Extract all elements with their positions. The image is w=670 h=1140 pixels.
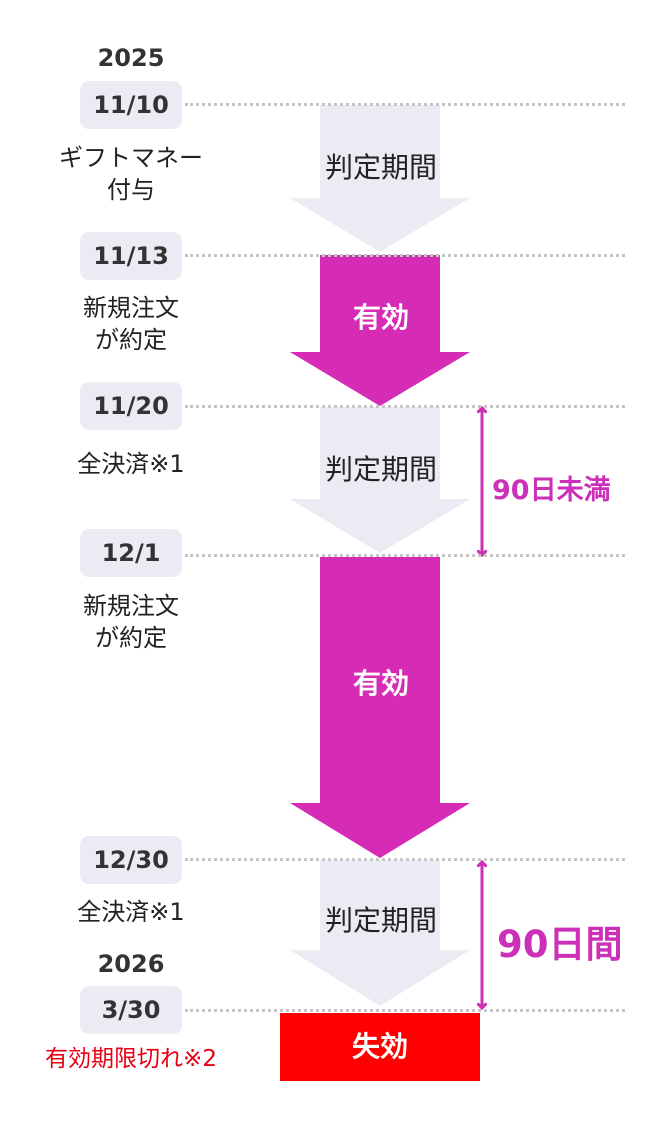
90-days-label: 90日間 — [497, 923, 623, 966]
date-badge-3-30: 3/30 — [80, 986, 182, 1034]
under-90-days-label: 90日未満 — [492, 475, 611, 506]
judgement-period-label-1: 判定期間 — [324, 151, 437, 184]
year-label-2026: 2026 — [97, 950, 165, 978]
event-gift-line2: 付与 — [107, 176, 155, 204]
guide-line-3-30 — [185, 1009, 625, 1012]
event-order2-line1: 新規注文 — [83, 592, 179, 620]
expired-box: 失効 — [280, 1013, 480, 1081]
date-badge-12-30: 12/30 — [80, 836, 182, 884]
valid-period-arrow-2 — [290, 557, 470, 858]
date-badge-11-20: 11/20 — [80, 382, 182, 430]
event-order1-line1: 新規注文 — [83, 294, 179, 322]
event-new-order-1: 新規注文 が約定 — [20, 292, 242, 356]
expired-label: 失効 — [351, 1030, 408, 1063]
judgement-period-arrow-1 — [290, 105, 470, 252]
guide-line-11-13 — [185, 254, 625, 257]
guide-line-11-10 — [185, 103, 625, 106]
event-expiry: 有効期限切れ※2 — [45, 1046, 217, 1072]
event-settled-2: 全決済※1 — [77, 898, 185, 926]
event-settled-1: 全決済※1 — [77, 450, 185, 478]
date-badge-11-10: 11/10 — [80, 81, 182, 129]
guide-line-11-20 — [185, 405, 625, 408]
guide-line-12-1 — [185, 554, 625, 557]
judgement-period-arrow-3 — [290, 860, 470, 1006]
judgement-period-arrow-2 — [290, 407, 470, 553]
valid-label-2: 有効 — [352, 667, 409, 700]
judgement-period-label-3: 判定期間 — [324, 904, 437, 937]
valid-period-arrow-1 — [290, 255, 470, 406]
event-gift-money-granted: ギフトマネー 付与 — [20, 142, 242, 206]
date-badge-11-13: 11/13 — [80, 232, 182, 280]
year-label-2025: 2025 — [97, 44, 165, 72]
event-order2-line2: が約定 — [95, 624, 167, 652]
event-gift-line1: ギフトマネー — [59, 144, 203, 172]
event-new-order-2: 新規注文 が約定 — [20, 590, 242, 654]
guide-line-12-30 — [185, 858, 625, 861]
date-badge-12-1: 12/1 — [80, 529, 182, 577]
event-order1-line2: が約定 — [95, 326, 167, 354]
valid-label-1: 有効 — [352, 301, 409, 334]
judgement-period-label-2: 判定期間 — [324, 453, 437, 486]
